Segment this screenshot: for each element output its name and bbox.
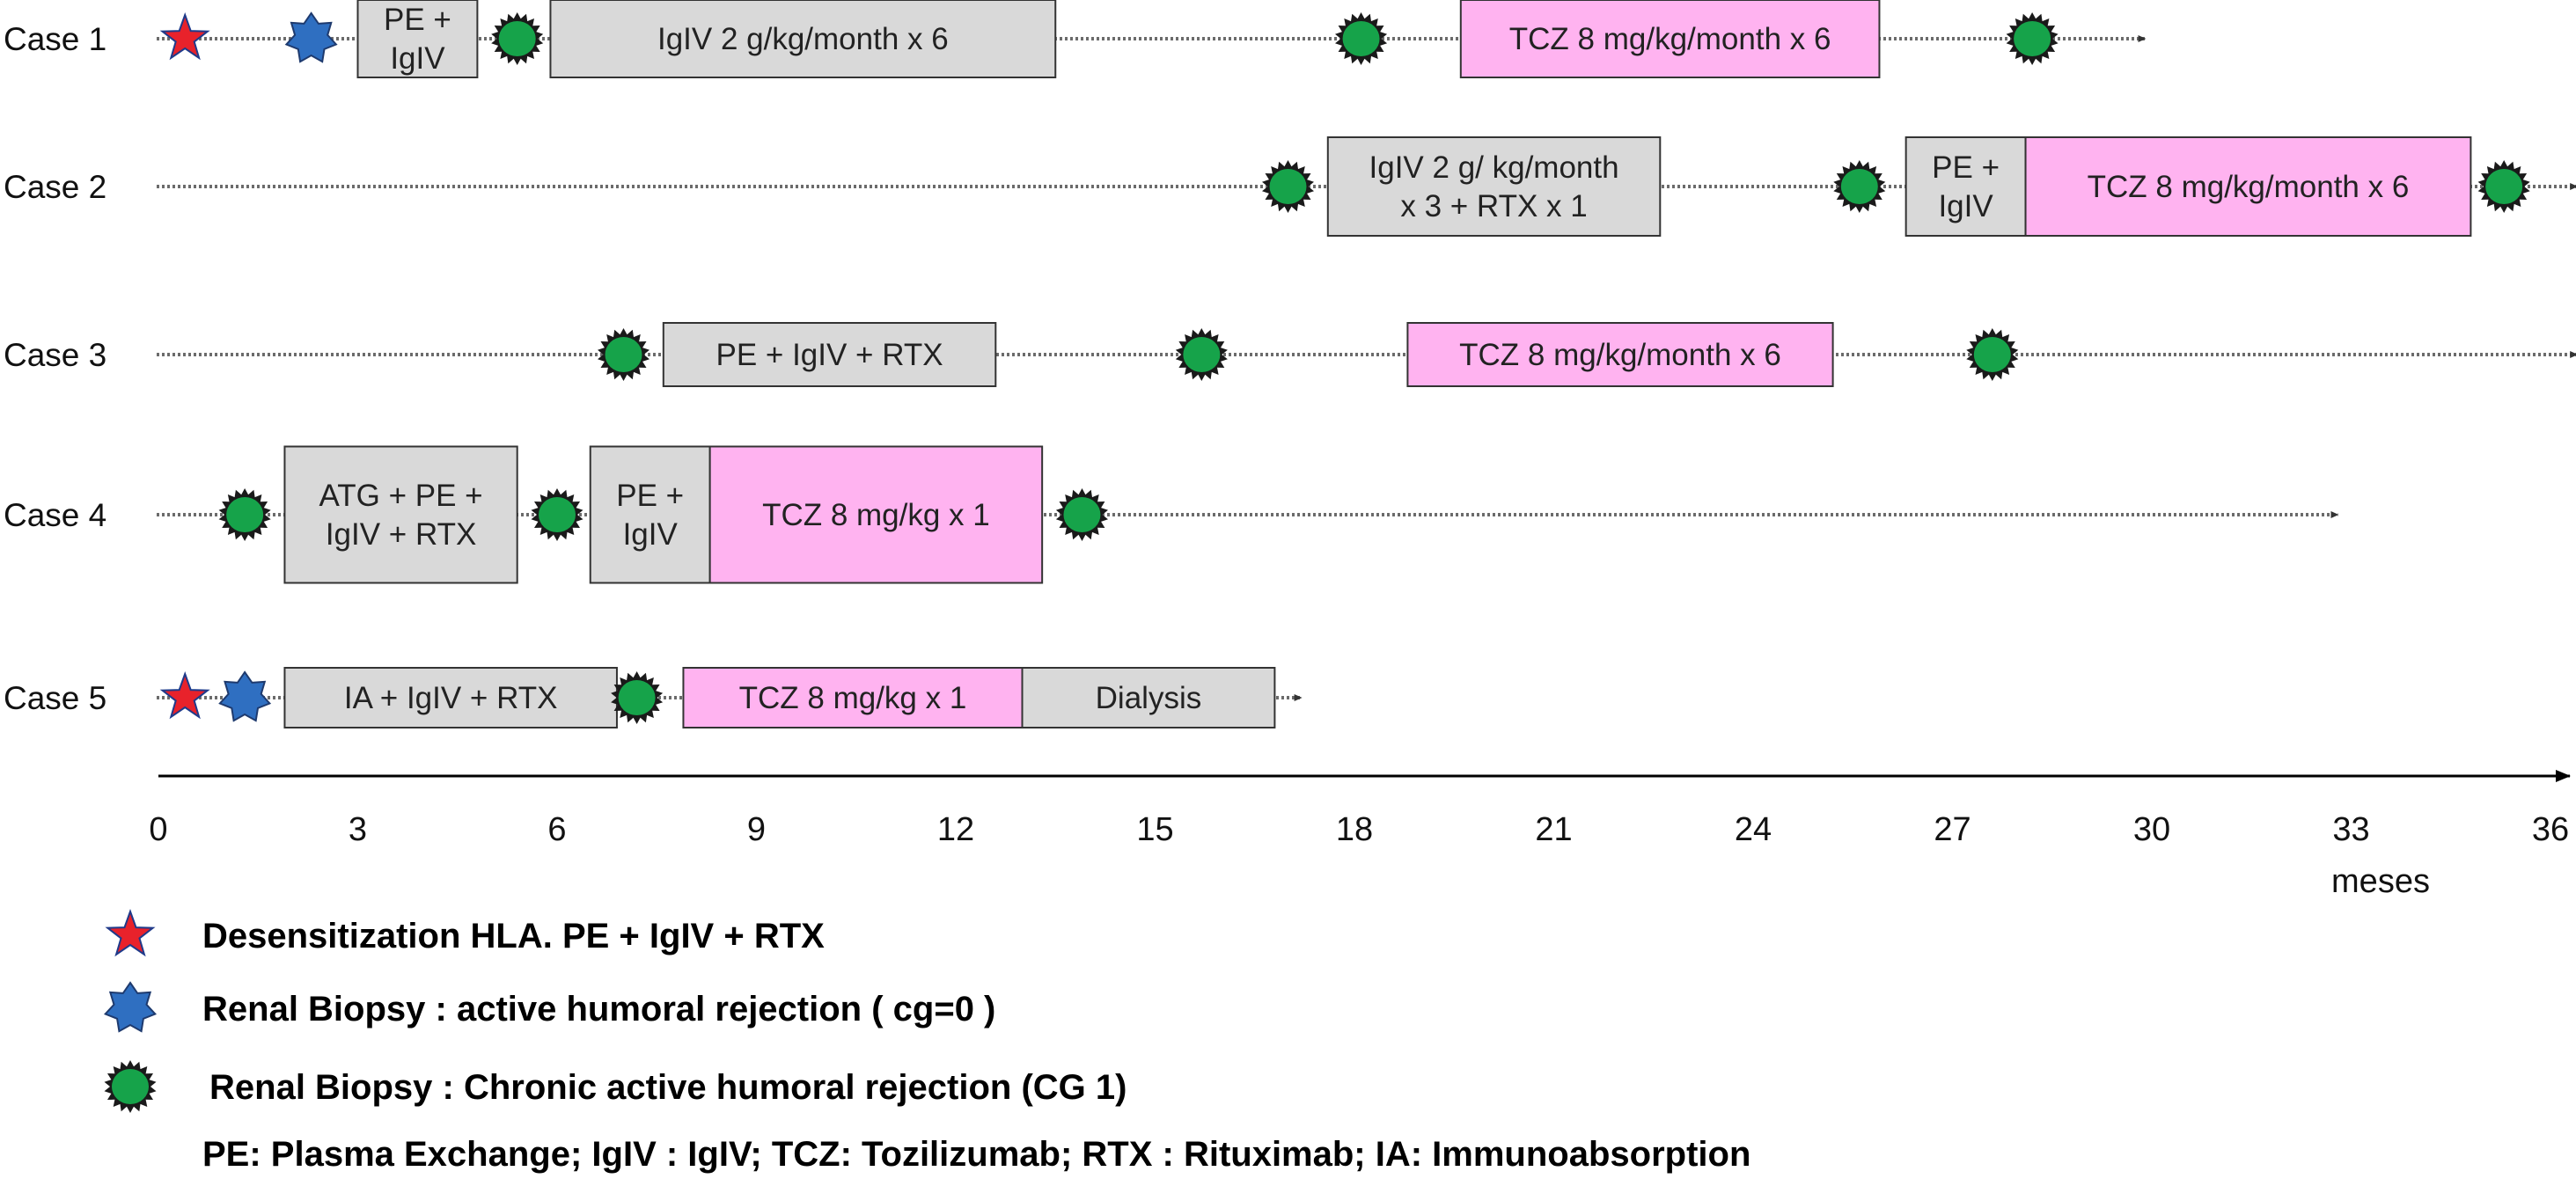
treatment-box-label: x 3 + RTX x 1 — [1400, 189, 1587, 223]
chronic-rejection-biopsy-icon — [218, 488, 271, 541]
axis-tick-label: 12 — [937, 811, 974, 848]
treatment-box-label: TCZ 8 mg/kg x 1 — [762, 498, 990, 532]
active-rejection-biopsy-icon — [218, 670, 272, 722]
chronic-rejection-biopsy-icon — [2477, 160, 2530, 213]
legend-blue-biopsy-icon — [103, 981, 158, 1033]
case-row: Case 3 PE + IgIV + RTX TCZ 8 mg/kg/month x… — [4, 322, 2576, 387]
chronic-rejection-biopsy-icon — [531, 488, 583, 541]
active-rejection-biopsy-icon — [284, 11, 338, 63]
treatment-box-label: TCZ 8 mg/kg/month x 6 — [2088, 170, 2410, 204]
treatment-box: ATG + PE + IgIV + RTX — [283, 445, 518, 584]
chronic-rejection-biopsy-icon — [1833, 160, 1886, 213]
case-label: Case 1 — [4, 21, 106, 57]
treatment-box-label: TCZ 8 mg/kg/month x 6 — [1459, 338, 1781, 372]
treatment-box: IgIV 2 g/ kg/month x 3 + RTX x 1 — [1326, 136, 1662, 237]
treatment-box-label: IgIV 2 g/kg/month x 6 — [657, 22, 949, 56]
axis-tick-label: 27 — [1934, 811, 1971, 848]
treatment-box-label: IgIV 2 g/ kg/month — [1369, 150, 1619, 185]
axis-tick-label: 30 — [2133, 811, 2170, 848]
treatment-box-label: PE + — [1932, 150, 2000, 185]
case-label: Case 2 — [4, 169, 106, 205]
chronic-rejection-biopsy-icon — [1262, 160, 1314, 213]
legend-item: Renal Biopsy : active humoral rejection … — [103, 981, 995, 1033]
legend-star-icon — [105, 909, 156, 957]
treatment-box-label: ATG + PE + — [319, 479, 483, 513]
case-row: Case 2 IgIV 2 g/ kg/month x 3 + RTX x 1 PE … — [4, 136, 2576, 237]
treatment-box: IA + IgIV + RTX — [283, 667, 618, 728]
chronic-rejection-biopsy-icon — [1966, 328, 2019, 381]
axis-tick-label: 33 — [2332, 811, 2369, 848]
desensitization-star-icon — [159, 671, 210, 720]
axis-tick-label: 6 — [547, 811, 566, 848]
treatment-box-label: IgIV — [390, 41, 445, 76]
cases-layer: Case 1 PE + IgIV IgIV 2 g/kg/month x 6 TCZ 8… — [4, 0, 2576, 728]
desensitization-star-icon — [159, 12, 210, 61]
treatment-box: PE + IgIV — [1904, 136, 2027, 237]
legend-item-label: Renal Biopsy : active humoral rejection … — [202, 990, 995, 1029]
axis-tick-label: 24 — [1735, 811, 1772, 848]
case-label: Case 5 — [4, 680, 106, 716]
axis-tick-label: 36 — [2532, 811, 2569, 848]
legend-item-label: Desensitization HLA. PE + IgIV + RTX — [202, 917, 825, 955]
treatment-box: IgIV 2 g/kg/month x 6 — [549, 0, 1057, 78]
tcz-treatment-box: TCZ 8 mg/kg x 1 — [682, 667, 1024, 728]
treatment-box-label: PE + — [616, 479, 684, 513]
tcz-treatment-box: TCZ 8 mg/kg/month x 6 — [1406, 322, 1834, 387]
case-row: Case 4 ATG + PE + IgIV + RTX PE + IgIV TCZ 8 … — [4, 445, 2339, 584]
treatment-box-label: PE + IgIV + RTX — [716, 338, 943, 372]
tcz-treatment-box: TCZ 8 mg/kg/month x 6 — [2024, 136, 2472, 237]
treatment-box-label: IgIV — [623, 517, 679, 552]
tcz-treatment-box: TCZ 8 mg/kg x 1 — [708, 445, 1044, 584]
chronic-rejection-biopsy-icon — [1055, 488, 1108, 541]
abbreviations-note: PE: Plasma Exchange; IgIV : IgIV; TCZ: T… — [202, 1135, 1750, 1174]
axis-tick-label: 3 — [349, 811, 367, 848]
case-label: Case 4 — [4, 497, 106, 533]
legend-item: Renal Biopsy : Chronic active humoral re… — [104, 1060, 1127, 1113]
treatment-box-label: Dialysis — [1096, 681, 1202, 715]
treatment-box: PE + IgIV + RTX — [662, 322, 997, 387]
chronic-rejection-biopsy-icon — [1335, 12, 1388, 65]
treatment-box-label: TCZ 8 mg/kg x 1 — [739, 681, 967, 715]
axis-tick-label: 0 — [149, 811, 167, 848]
axis-tick-label: 18 — [1336, 811, 1373, 848]
axis-tick-label: 15 — [1136, 811, 1173, 848]
treatment-box-label: IA + IgIV + RTX — [344, 681, 558, 715]
legend-green-biopsy-icon — [104, 1060, 157, 1113]
treatment-box-label: TCZ 8 mg/kg/month x 6 — [1509, 22, 1831, 56]
chronic-rejection-biopsy-icon — [611, 671, 664, 724]
case-row: Case 5 IA + IgIV + RTX TCZ 8 mg/kg x 1 Dial… — [4, 667, 1303, 728]
chronic-rejection-biopsy-icon — [2006, 12, 2059, 65]
chronic-rejection-biopsy-icon — [598, 328, 650, 381]
case-row: Case 1 PE + IgIV IgIV 2 g/kg/month x 6 TCZ 8… — [4, 0, 2147, 78]
chronic-rejection-biopsy-icon — [1175, 328, 1228, 381]
treatment-box-label: IgIV + RTX — [326, 517, 477, 552]
case-label: Case 3 — [4, 337, 106, 373]
axis-tick-label: 21 — [1535, 811, 1572, 848]
treatment-box-label: PE + — [384, 3, 451, 37]
treatment-box: PE + IgIV — [356, 0, 479, 78]
legend-item: Desensitization HLA. PE + IgIV + RTX — [105, 909, 825, 957]
treatment-box: Dialysis — [1021, 667, 1276, 728]
chronic-rejection-biopsy-icon — [491, 12, 544, 65]
legend-item-label: Renal Biopsy : Chronic active humoral re… — [209, 1068, 1127, 1107]
treatment-box: PE + IgIV — [589, 445, 711, 584]
treatment-box-label: IgIV — [1938, 189, 1993, 223]
tcz-treatment-box: TCZ 8 mg/kg/month x 6 — [1459, 0, 1881, 78]
axis-unit-label: meses — [2331, 863, 2430, 900]
axis-tick-label: 9 — [747, 811, 766, 848]
legend: Desensitization HLA. PE + IgIV + RTX Rena… — [103, 909, 1750, 1174]
